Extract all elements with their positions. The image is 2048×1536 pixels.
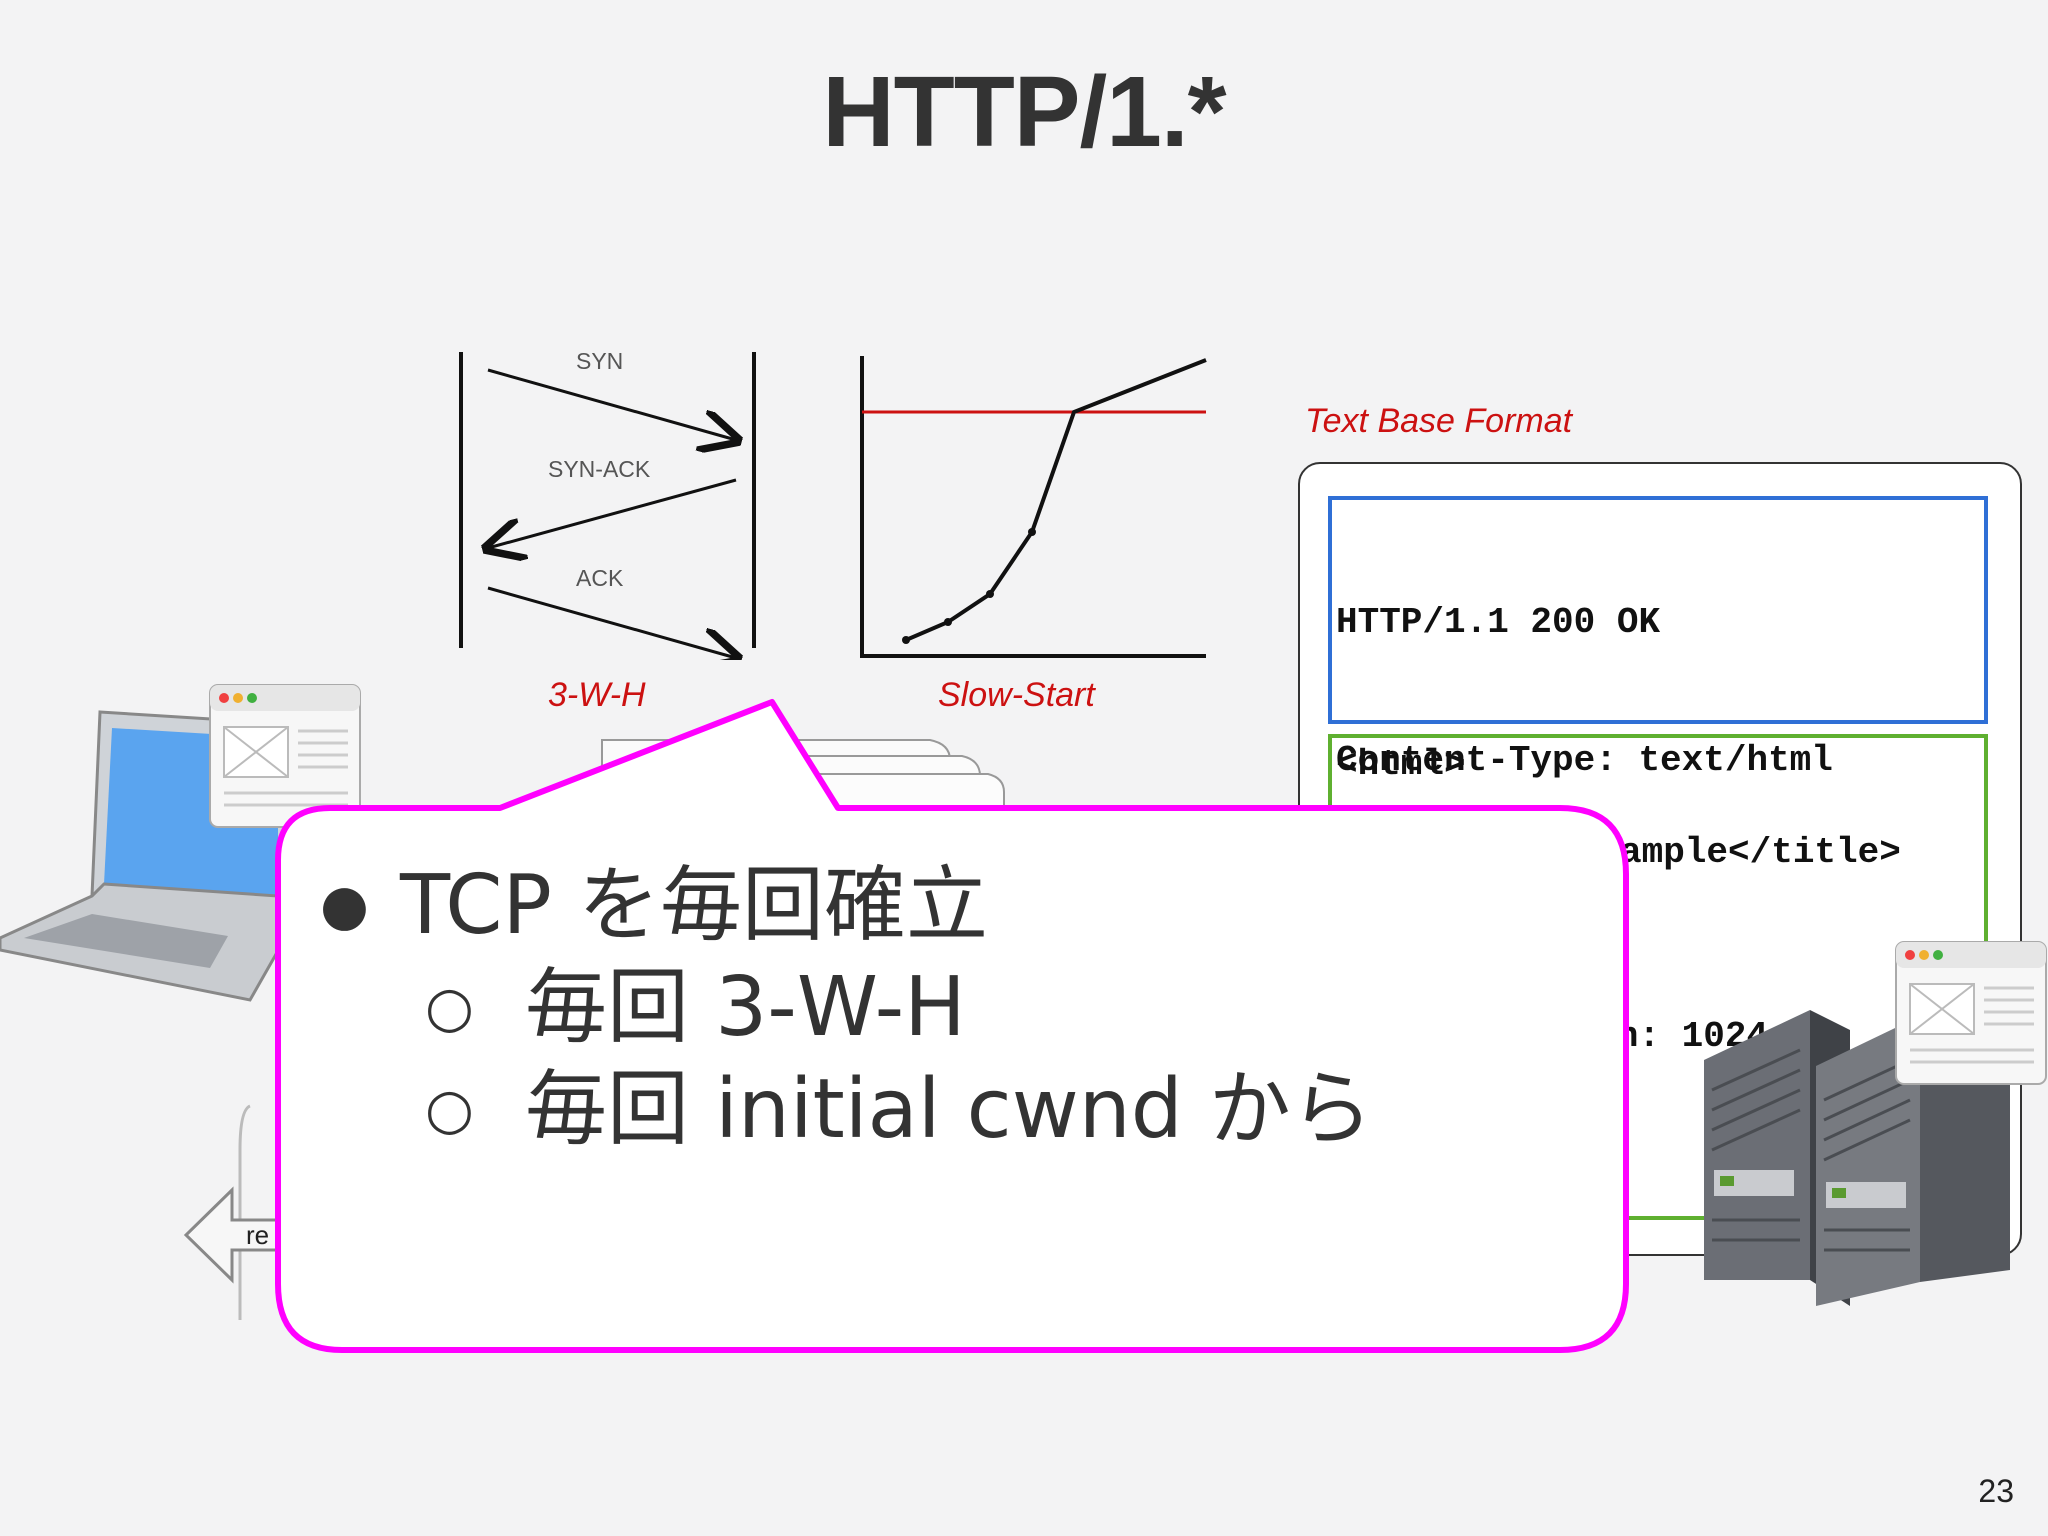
bubble-content: ● TCP を毎回確立 ○ 毎回 3-W-H ○ 毎回 initial cwnd… [320, 855, 1620, 1161]
syn-label: SYN [576, 348, 624, 374]
sub-bullet-dot: ○ [425, 975, 474, 1040]
arrow-left-icon [183, 1104, 282, 1320]
slow-start-caption: Slow-Start [938, 676, 1095, 714]
server-browser-window-icon [1895, 941, 2047, 1085]
page-number: 23 [1978, 1473, 2014, 1509]
format-caption: Text Base Format [1305, 402, 1573, 440]
syn-ack-label: SYN-ACK [548, 456, 651, 482]
handshake-diagram [459, 352, 756, 660]
bullet-text: TCP を毎回確立 [400, 858, 989, 953]
sub-bullet-item: ○ 毎回 initial cwnd から [320, 1059, 1620, 1161]
ack-label: ACK [576, 565, 624, 591]
slide-title: HTTP/1.* [822, 56, 1226, 168]
sub-bullet-text: 毎回 3-W-H [525, 960, 966, 1055]
client-browser-window-icon [209, 684, 361, 828]
slow-start-graph [860, 356, 1207, 658]
header-line: HTTP/1.1 200 OK [1336, 602, 1661, 643]
sub-bullet-item: ○ 毎回 3-W-H [320, 957, 1620, 1059]
sub-bullet-dot: ○ [425, 1077, 474, 1142]
header-line: Content-Type: text/html [1336, 740, 1833, 781]
arrow-label-fragment: re [246, 1220, 270, 1250]
bullet-dot: ● [320, 873, 369, 938]
body-line: <html> [1336, 744, 1466, 785]
server-icon [1704, 1010, 2010, 1306]
bullet-item: ● TCP を毎回確立 [320, 855, 1620, 957]
sub-bullet-text: 毎回 initial cwnd から [525, 1062, 1373, 1157]
body-line-fragment: ample</title> [1620, 832, 1901, 873]
handshake-caption: 3-W-H [548, 676, 646, 714]
